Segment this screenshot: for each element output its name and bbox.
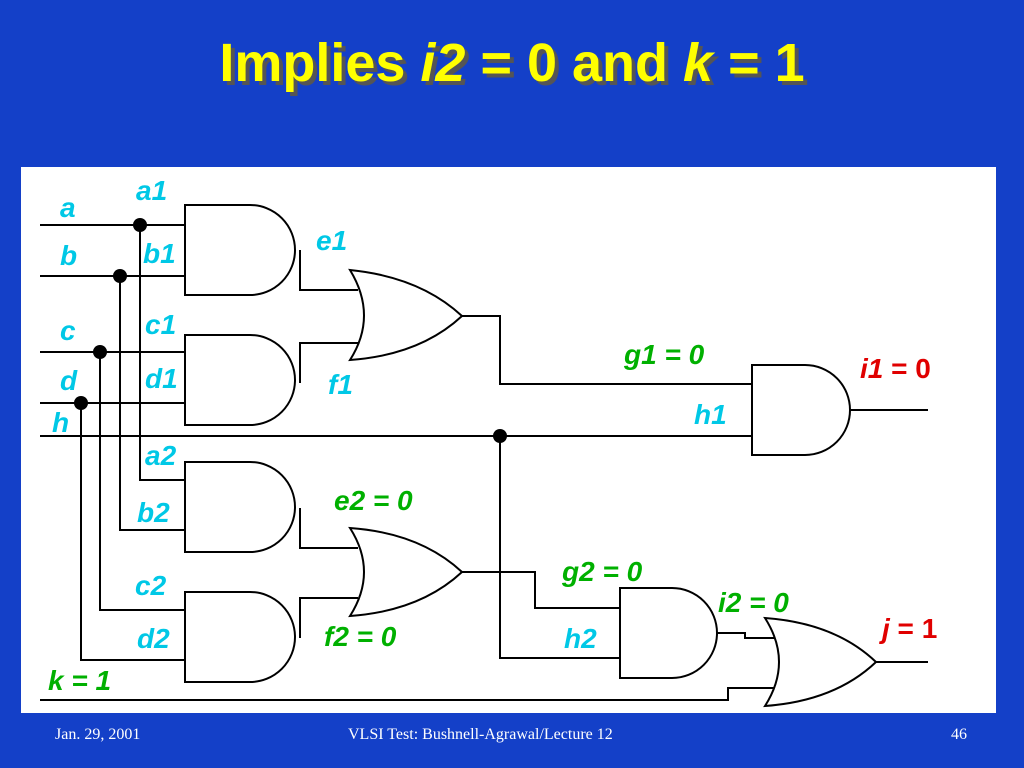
wire-a <box>40 224 185 481</box>
footer-course: VLSI Test: Bushnell-Agrawal/Lecture 12 <box>348 726 613 743</box>
label-a2: a2 <box>145 440 177 471</box>
label-d1: d1 <box>145 363 178 394</box>
fanout-dot-b <box>113 269 127 283</box>
label-a1: a1 <box>136 175 167 206</box>
wire-k <box>40 687 775 701</box>
label-h1: h1 <box>694 399 727 430</box>
wire-c <box>40 351 185 611</box>
fanout-dot-a <box>133 218 147 232</box>
wire-e1 <box>299 250 358 291</box>
label-e1: e1 <box>316 225 347 256</box>
wire-e2 <box>299 508 358 549</box>
fanout-dot-h <box>493 429 507 443</box>
wire-f1 <box>299 342 358 383</box>
label-j: j = 1 <box>878 613 937 644</box>
wire-b <box>40 275 185 531</box>
label-h2: h2 <box>564 623 597 654</box>
i1-name: i1 <box>860 353 883 384</box>
and-gate-i1 <box>751 364 851 456</box>
and-gate-c2d2 <box>184 591 296 683</box>
and-gate-i2 <box>619 587 718 679</box>
title-var1: i2 <box>420 33 466 93</box>
label-g1: g1 = 0 <box>623 339 705 370</box>
wire-f2 <box>299 597 358 638</box>
and-gate-a1b1 <box>184 204 296 296</box>
fanout-dot-c <box>93 345 107 359</box>
j-name: j <box>878 613 891 644</box>
or-gate-e1f1 <box>348 268 464 362</box>
title-part1: Implies <box>219 33 421 93</box>
fanout-dot-d <box>74 396 88 410</box>
label-h: h <box>52 407 69 438</box>
label-b1: b1 <box>143 238 176 269</box>
footer-date: Jan. 29, 2001 <box>55 726 141 743</box>
footer-page-number: 46 <box>951 726 967 743</box>
slide-title: Implies i2 = 0 and k = 1 <box>0 32 1024 94</box>
label-k: k = 1 <box>48 665 111 696</box>
title-var2: k <box>683 33 714 93</box>
label-f2: f2 = 0 <box>324 621 397 652</box>
wire-d <box>40 402 185 661</box>
or-gate-e2f2 <box>348 526 464 618</box>
and-gate-c1d1 <box>184 334 296 426</box>
label-d: d <box>60 365 78 396</box>
title-part2: = 0 and <box>465 33 684 93</box>
label-c: c <box>60 315 76 346</box>
label-d2: d2 <box>137 623 170 654</box>
wire-g2 <box>462 571 620 609</box>
label-a: a <box>60 192 76 223</box>
wire-h <box>40 435 752 659</box>
label-f1: f1 <box>328 369 353 400</box>
j-value: = 1 <box>890 613 937 644</box>
label-i2: i2 = 0 <box>718 587 789 618</box>
or-gate-i2k <box>763 616 878 708</box>
label-e2: e2 = 0 <box>334 485 413 516</box>
wire-g1 <box>462 315 752 385</box>
label-c1: c1 <box>145 309 176 340</box>
i1-value: = 0 <box>883 353 930 384</box>
label-c2: c2 <box>135 570 167 601</box>
label-b: b <box>60 240 77 271</box>
wire-i2 <box>716 632 775 639</box>
title-part3: = 1 <box>713 33 805 93</box>
label-g2: g2 = 0 <box>561 556 643 587</box>
and-gate-a2b2 <box>184 461 296 553</box>
label-i1: i1 = 0 <box>860 353 931 384</box>
label-b2: b2 <box>137 497 170 528</box>
